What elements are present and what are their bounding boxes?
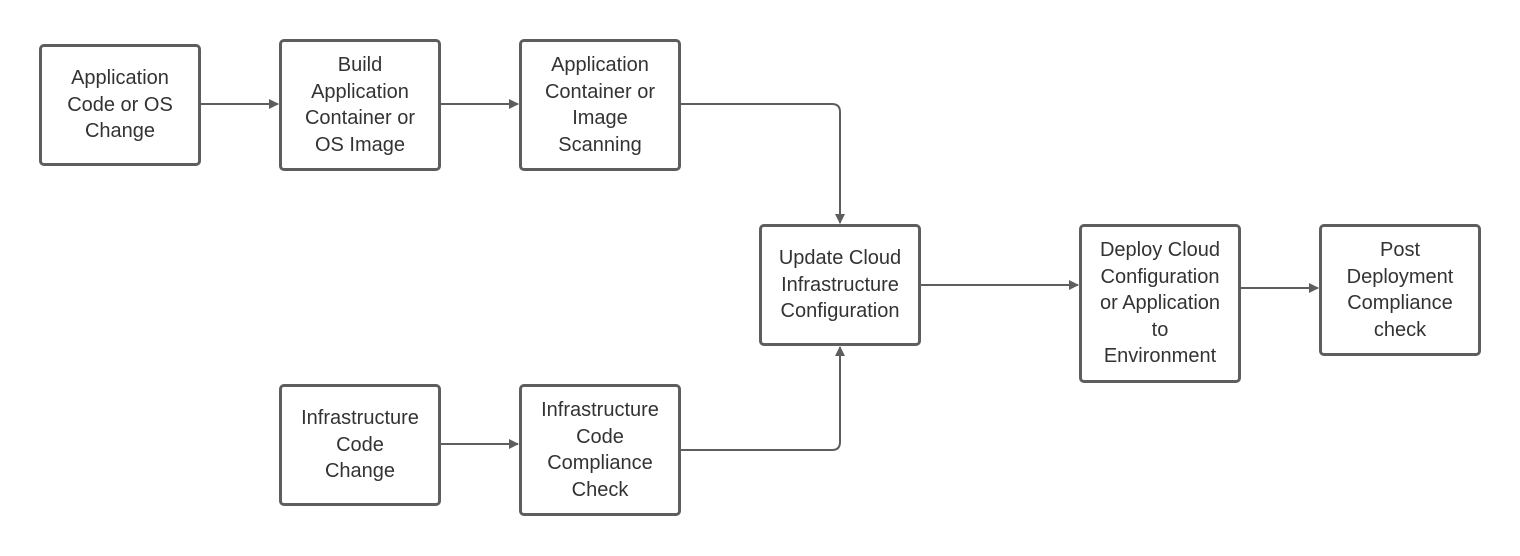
arrow-scanning-to-update	[681, 103, 845, 224]
node-infrastructure-compliance-check-label: Infrastructure Code Compliance Check	[541, 399, 659, 501]
node-infrastructure-code-change-label: Infrastructure Code Change	[301, 407, 419, 483]
node-deploy-cloud-config: Deploy Cloud Configuration or Applicatio…	[1079, 224, 1241, 383]
node-build-container-label: Build Application Container or OS Image	[304, 54, 416, 156]
node-infrastructure-code-change: Infrastructure Code Change	[279, 384, 441, 506]
node-build-container: Build Application Container or OS Image	[279, 39, 441, 171]
node-post-deployment-check: Post Deployment Compliance check	[1319, 224, 1481, 356]
node-application-code-change-label: Application Code or OS Change	[67, 67, 173, 143]
node-image-scanning-label: Application Container or Image Scanning	[544, 54, 656, 156]
node-update-cloud-config-label: Update Cloud Infrastructure Configuratio…	[778, 247, 902, 323]
node-deploy-cloud-config-label: Deploy Cloud Configuration or Applicatio…	[1099, 239, 1221, 368]
node-post-deployment-check-label: Post Deployment Compliance check	[1346, 239, 1454, 341]
node-infrastructure-compliance-check: Infrastructure Code Compliance Check	[519, 384, 681, 516]
node-image-scanning: Application Container or Image Scanning	[519, 39, 681, 171]
arrow-compliance-to-update	[681, 346, 845, 451]
node-application-code-change: Application Code or OS Change	[39, 44, 201, 166]
node-update-cloud-config: Update Cloud Infrastructure Configuratio…	[759, 224, 921, 346]
